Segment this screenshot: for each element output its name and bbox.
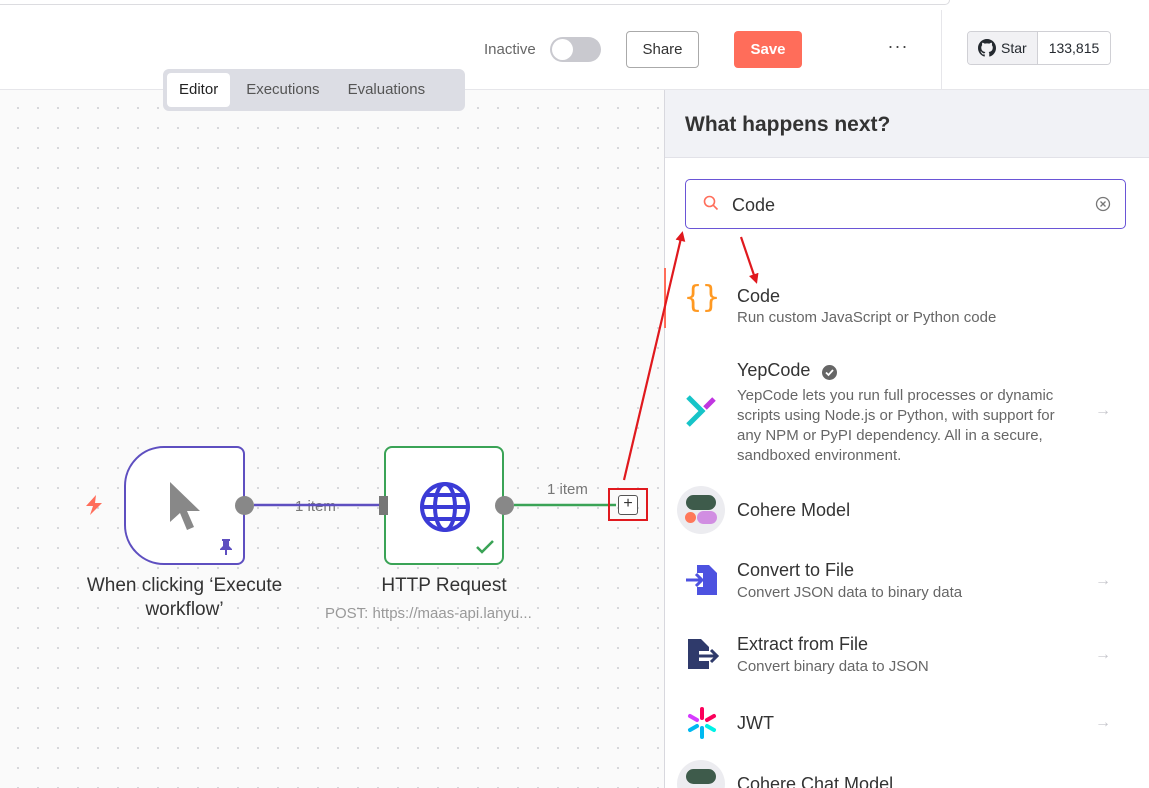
- verified-badge-icon: [822, 365, 837, 380]
- connections-layer: [254, 496, 616, 515]
- lightning-icon: [86, 495, 102, 515]
- http-node-title: HTTP Request: [381, 575, 507, 596]
- node-creator-panel: What happens next? {} Code Run custom Ja…: [664, 90, 1149, 788]
- cohere-icon: [677, 760, 725, 788]
- trigger-node[interactable]: [124, 446, 245, 565]
- github-star-count[interactable]: 133,815: [1037, 32, 1111, 64]
- share-button[interactable]: Share: [626, 31, 699, 68]
- github-icon: [978, 39, 996, 57]
- node-item-name: JWT: [737, 713, 774, 733]
- http-output-handle[interactable]: [495, 496, 514, 515]
- node-item-cohere-model[interactable]: Cohere Model: [665, 486, 1135, 534]
- jwt-icon: [685, 706, 719, 740]
- active-toggle[interactable]: [550, 37, 601, 62]
- node-item-cohere-chat-model[interactable]: Cohere Chat Model: [665, 760, 1135, 788]
- connection-label: 1 item: [295, 498, 336, 515]
- cohere-icon: [677, 486, 725, 534]
- github-star-widget[interactable]: Star 133,815: [967, 31, 1112, 65]
- clear-search-icon[interactable]: [1095, 196, 1111, 212]
- node-item-description: Convert JSON data to binary data: [737, 584, 963, 601]
- node-item-description: Convert binary data to JSON: [737, 658, 929, 675]
- tab-editor[interactable]: Editor: [167, 73, 231, 107]
- cursor-icon: [170, 482, 200, 530]
- node-item-name: Code: [737, 286, 781, 306]
- node-item-name: Cohere Model: [737, 500, 851, 520]
- connection-label: 1 item: [547, 481, 588, 498]
- node-item-convert-to-file[interactable]: Convert to File Convert JSON data to bin…: [665, 560, 1135, 604]
- workflow-status-label: Inactive: [484, 41, 536, 58]
- github-star-button[interactable]: Star: [968, 32, 1038, 64]
- save-button[interactable]: Save: [734, 31, 802, 68]
- node-item-name: Convert to File: [737, 560, 855, 580]
- toggle-knob: [552, 39, 573, 60]
- arrow-right-icon: →: [1095, 714, 1111, 731]
- yepcode-icon: [685, 394, 719, 428]
- view-tabs: Editor Executions Evaluations: [163, 69, 465, 111]
- node-item-jwt[interactable]: JWT →: [665, 706, 1135, 742]
- github-star-label: Star: [1001, 40, 1027, 56]
- http-node-subtitle: POST: https://maas-api.lanyu...: [325, 605, 532, 622]
- node-item-code[interactable]: {} Code Run custom JavaScript or Python …: [665, 280, 1135, 330]
- trigger-output-handle[interactable]: [235, 496, 254, 515]
- workflow-canvas[interactable]: [0, 90, 665, 788]
- annotation-highlight-box: +: [608, 488, 648, 521]
- arrow-right-icon: →: [1095, 572, 1111, 589]
- tab-evaluations[interactable]: Evaluations: [347, 81, 426, 98]
- node-search[interactable]: [685, 179, 1126, 229]
- arrow-right-icon: →: [1095, 646, 1111, 663]
- more-options-button[interactable]: ···: [887, 36, 909, 56]
- panel-title: What happens next?: [665, 90, 1149, 158]
- node-item-description: Run custom JavaScript or Python code: [737, 309, 997, 326]
- node-item-name: Cohere Chat Model: [737, 774, 894, 788]
- arrow-right-icon: →: [1095, 402, 1111, 419]
- braces-icon: {}: [683, 279, 721, 315]
- node-item-description: YepCode lets you run full processes or d…: [737, 387, 1055, 464]
- extract-from-file-icon: [685, 637, 719, 671]
- trigger-node-title: When clicking ‘Execute workflow’: [86, 575, 283, 620]
- node-item-name: Extract from File: [737, 634, 869, 654]
- node-item-yepcode[interactable]: YepCode YepCode lets you run full proces…: [665, 358, 1135, 468]
- header-divider: [941, 10, 942, 90]
- success-check-icon: [476, 540, 494, 554]
- globe-icon: [420, 482, 470, 532]
- search-icon: [703, 195, 719, 211]
- http-request-node[interactable]: [384, 446, 504, 565]
- node-item-name: YepCode: [737, 360, 811, 380]
- convert-to-file-icon: [685, 563, 719, 597]
- tab-executions[interactable]: Executions: [246, 81, 320, 98]
- node-item-extract-from-file[interactable]: Extract from File Convert binary data to…: [665, 634, 1135, 678]
- add-node-button[interactable]: +: [618, 494, 638, 515]
- search-input[interactable]: [732, 192, 1082, 218]
- input-handle[interactable]: [379, 496, 388, 515]
- pin-icon: [220, 539, 232, 555]
